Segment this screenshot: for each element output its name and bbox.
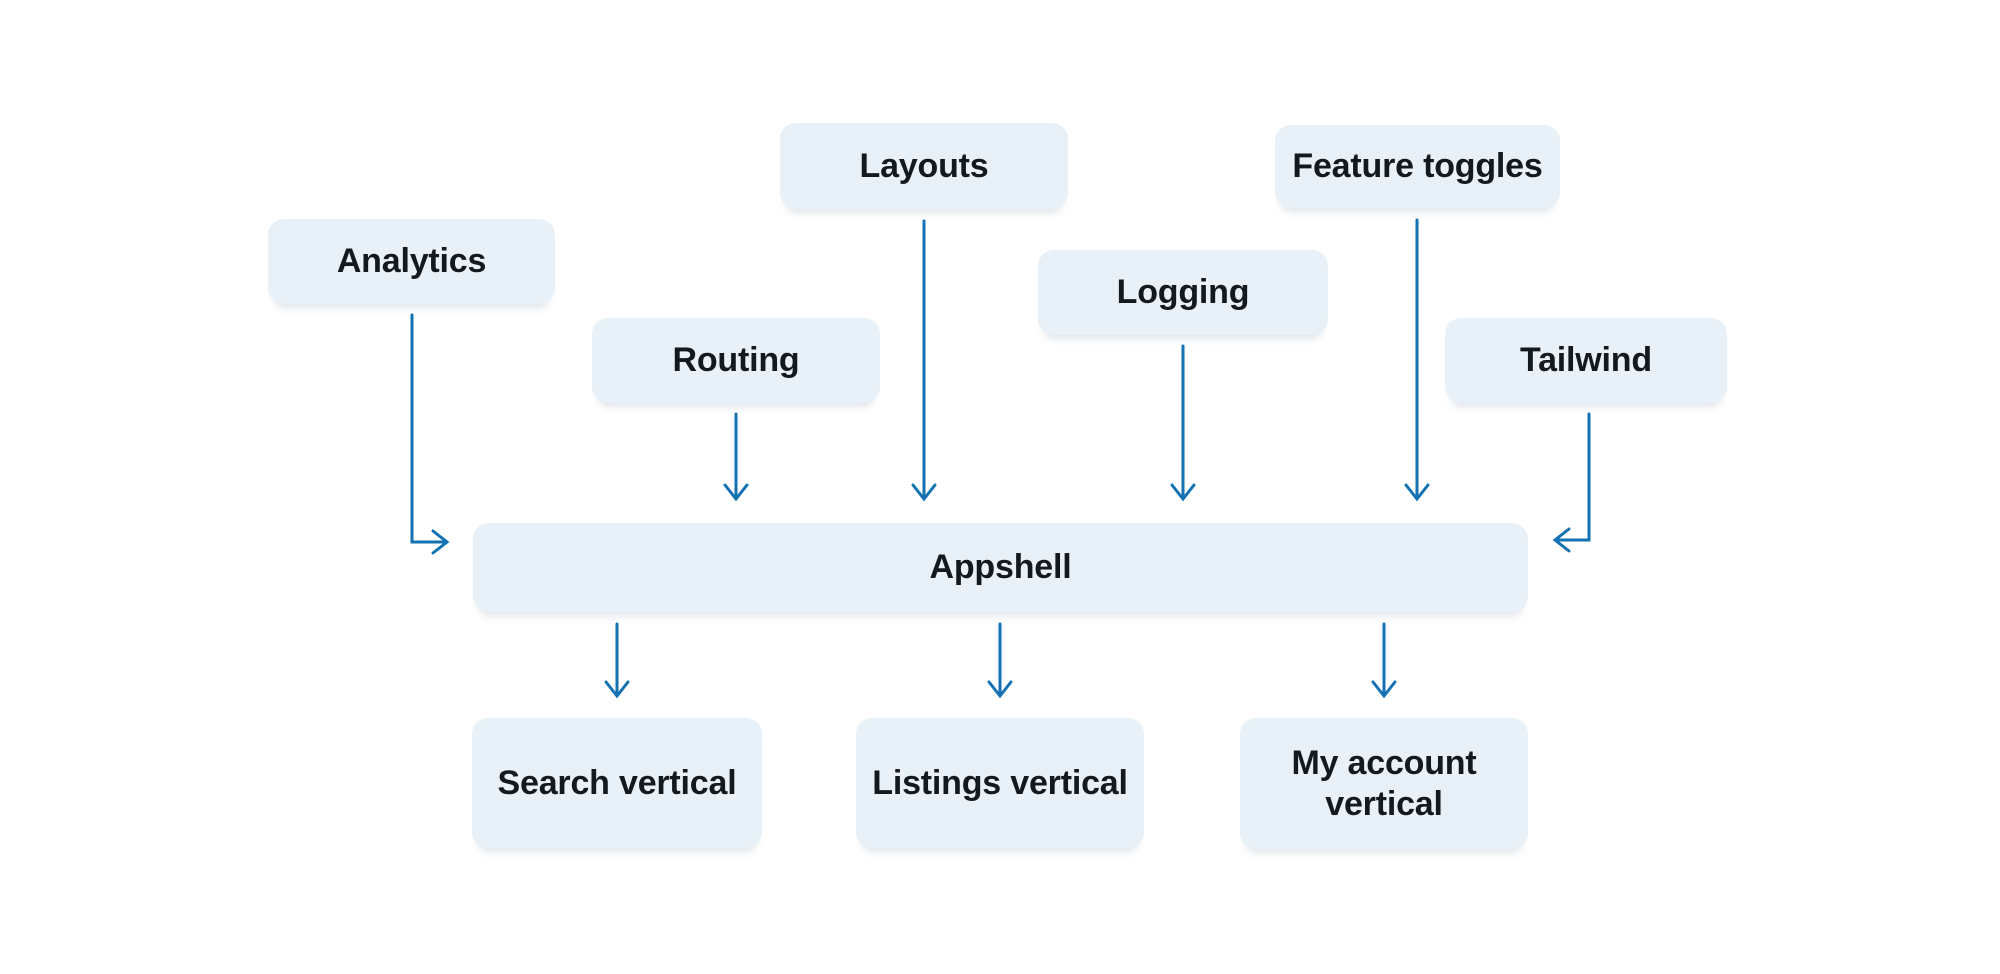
arrow-analytics-to-appshell (410, 313, 450, 555)
node-appshell-label: Appshell (929, 548, 1072, 587)
node-search-vertical-label: Search vertical (497, 763, 737, 802)
node-listings-vertical-label: Listings vertical (872, 763, 1128, 802)
arrow-appshell-to-listings-vertical (987, 622, 1013, 699)
node-routing-label: Routing (672, 341, 800, 380)
node-layouts-label: Layouts (859, 146, 989, 185)
node-routing: Routing (592, 318, 880, 403)
node-listings-vertical: Listings vertical (856, 718, 1144, 848)
node-tailwind: Tailwind (1445, 318, 1727, 403)
arrow-layouts-to-appshell (911, 219, 937, 502)
node-search-vertical: Search vertical (472, 718, 762, 848)
node-my-account-vertical-label: My account vertical (1291, 744, 1477, 823)
arrow-logging-to-appshell (1170, 344, 1196, 502)
node-appshell: Appshell (473, 523, 1528, 612)
node-my-account-vertical: My account vertical (1240, 718, 1528, 849)
arrow-feature-toggles-to-appshell (1404, 218, 1430, 502)
node-layouts: Layouts (780, 123, 1068, 209)
arrow-appshell-to-my-account-vertical (1371, 622, 1397, 699)
node-analytics: Analytics (268, 219, 555, 304)
node-logging-label: Logging (1116, 273, 1250, 312)
node-tailwind-label: Tailwind (1520, 341, 1652, 380)
arrow-tailwind-to-appshell (1552, 412, 1591, 553)
arrow-appshell-to-search-vertical (604, 622, 630, 699)
node-analytics-label: Analytics (336, 242, 487, 281)
node-feature-toggles-label: Feature toggles (1292, 147, 1543, 186)
arrow-routing-to-appshell (723, 412, 749, 502)
node-logging: Logging (1038, 250, 1328, 335)
node-feature-toggles: Feature toggles (1275, 125, 1560, 208)
